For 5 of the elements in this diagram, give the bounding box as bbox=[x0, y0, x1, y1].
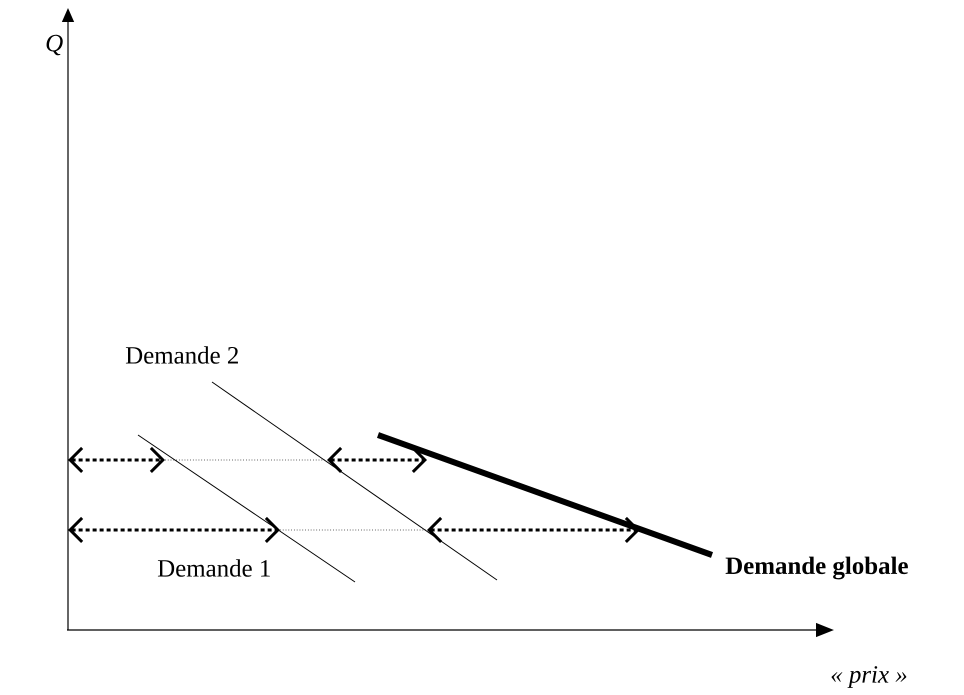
curve-label: Demande globale bbox=[726, 556, 908, 580]
axis-label: Q bbox=[46, 34, 63, 56]
curve-label: Demande 2 bbox=[126, 346, 238, 364]
axis-label: « prix » bbox=[832, 666, 906, 688]
curve-label: Demande 1 bbox=[158, 559, 270, 577]
